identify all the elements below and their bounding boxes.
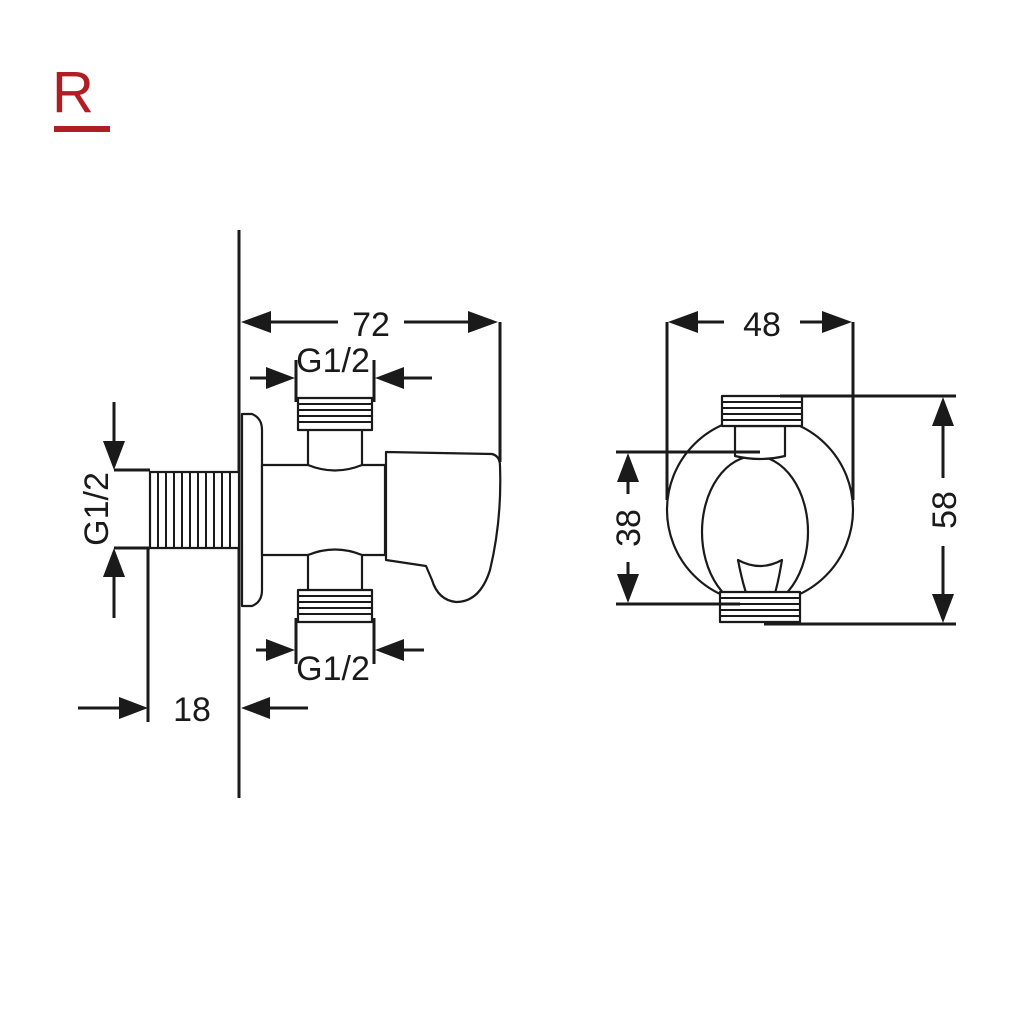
- logo-letter: R: [52, 60, 94, 125]
- dimension-38-label: 38: [610, 509, 648, 547]
- valve-handle: [384, 450, 502, 604]
- dimension-48-label: 48: [743, 306, 781, 344]
- bottom-thread-label: G1/2: [296, 650, 370, 688]
- dimension-bottom-thread: G1/2: [256, 618, 424, 688]
- dimension-18-label: 18: [173, 691, 211, 729]
- dimension-38: 38: [610, 450, 760, 606]
- valve-body: [260, 463, 387, 557]
- front-top-thread: [720, 394, 804, 428]
- dimension-18: 18: [78, 548, 308, 729]
- dimension-58: 58: [764, 394, 964, 626]
- front-view: 48 38 58: [610, 306, 964, 626]
- front-bottom-thread: [718, 590, 802, 624]
- inlet-thread-label: G1/2: [78, 472, 116, 546]
- logo-underline: [54, 126, 110, 132]
- brand-logo: R: [52, 60, 110, 132]
- dimension-72: 72: [241, 306, 502, 462]
- top-outlet-neck: [306, 426, 364, 472]
- bottom-outlet-neck: [306, 548, 364, 594]
- flange: [240, 412, 264, 608]
- front-top-neck: [733, 424, 787, 461]
- dimension-top-thread: G1/2: [250, 342, 432, 402]
- dimension-58-label: 58: [926, 491, 964, 529]
- side-view: 72 G1/2 G1/2: [78, 230, 502, 798]
- top-thread-label: G1/2: [296, 342, 370, 380]
- bottom-outlet-thread: [296, 588, 374, 624]
- dimension-48: 48: [665, 306, 855, 500]
- dimension-72-label: 72: [352, 306, 390, 344]
- dimension-inlet-thread: G1/2: [78, 402, 150, 618]
- top-outlet-thread: [296, 396, 374, 432]
- inlet-thread: [148, 470, 241, 550]
